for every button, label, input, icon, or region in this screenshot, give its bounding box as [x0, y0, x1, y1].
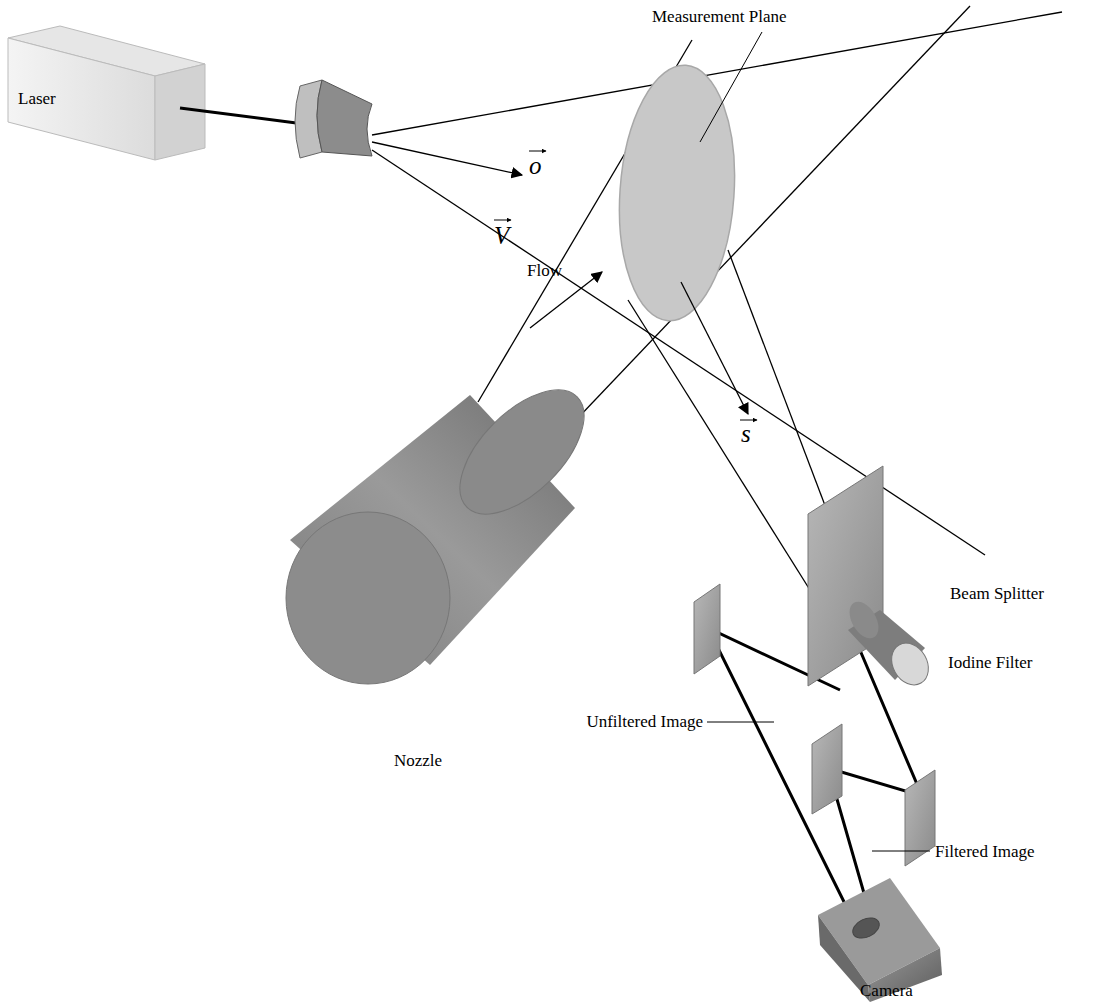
vector-symbol: V	[494, 222, 509, 250]
leader-line	[707, 722, 774, 723]
s-vector-arrow	[681, 282, 748, 414]
mirror	[905, 770, 935, 866]
part-label: Camera	[860, 982, 913, 1001]
part-label: Flow	[527, 262, 562, 281]
leader-line	[700, 32, 762, 142]
unfiltered-beam	[708, 628, 858, 930]
mirror	[812, 724, 842, 814]
vector-accent	[529, 151, 546, 152]
iodine-filter	[844, 597, 936, 692]
vector-symbol: s	[741, 420, 751, 448]
part-label: Iodine Filter	[948, 654, 1033, 673]
mirror	[694, 584, 720, 674]
o-vector-arrow	[372, 142, 522, 175]
part-label: Measurement Plane	[652, 8, 787, 27]
part-label: Laser	[18, 90, 56, 109]
nozzle	[286, 369, 605, 684]
camera	[818, 878, 942, 1002]
callout-label: Filtered Image	[935, 843, 1035, 862]
flow-arrow	[530, 272, 602, 328]
leader-line	[872, 851, 930, 852]
jet-edge	[536, 6, 970, 462]
callout-label: Unfiltered Image	[586, 713, 703, 732]
laser-body	[8, 26, 205, 160]
vector-symbol: o	[529, 152, 542, 180]
part-label: Nozzle	[394, 752, 442, 771]
vector-accent	[494, 220, 511, 221]
cylindrical-lens	[295, 80, 372, 158]
laser-beam	[180, 108, 304, 124]
collection-line	[628, 300, 810, 590]
part-label: Beam Splitter	[950, 585, 1044, 604]
